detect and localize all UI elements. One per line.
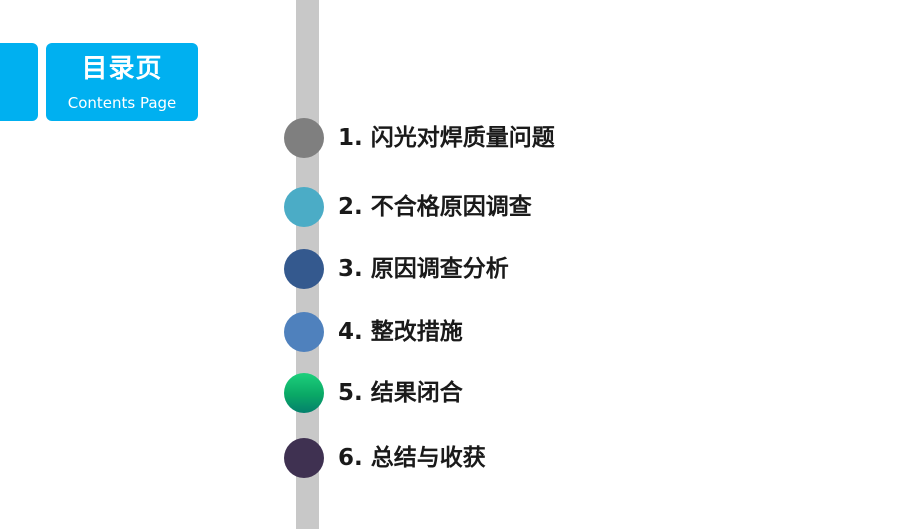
toc-label: 4. 整改措施 (338, 319, 463, 345)
toc-bullet-icon (284, 312, 324, 352)
toc-bullet-icon (284, 187, 324, 227)
toc-item-4[interactable]: 4. 整改措施 (284, 310, 463, 354)
toc-bullet-icon (284, 438, 324, 478)
toc-label: 5. 结果闭合 (338, 380, 463, 406)
toc-bullet-icon (284, 118, 324, 158)
toc-item-1[interactable]: 1. 闪光对焊质量问题 (284, 116, 555, 160)
accent-bar (0, 43, 38, 121)
toc-item-6[interactable]: 6. 总结与收获 (284, 436, 486, 480)
toc-label: 2. 不合格原因调查 (338, 194, 532, 220)
toc-item-2[interactable]: 2. 不合格原因调查 (284, 185, 532, 229)
toc-item-3[interactable]: 3. 原因调查分析 (284, 247, 509, 291)
toc-label: 1. 闪光对焊质量问题 (338, 125, 555, 151)
toc-label: 3. 原因调查分析 (338, 256, 509, 282)
toc-item-5[interactable]: 5. 结果闭合 (284, 371, 463, 415)
toc-bullet-icon (284, 373, 324, 413)
toc-bullet-icon (284, 249, 324, 289)
page-title: 目录页 (81, 54, 163, 84)
page-subtitle: Contents Page (67, 94, 177, 112)
title-box: 目录页 Contents Page (46, 43, 198, 121)
toc-label: 6. 总结与收获 (338, 445, 486, 471)
